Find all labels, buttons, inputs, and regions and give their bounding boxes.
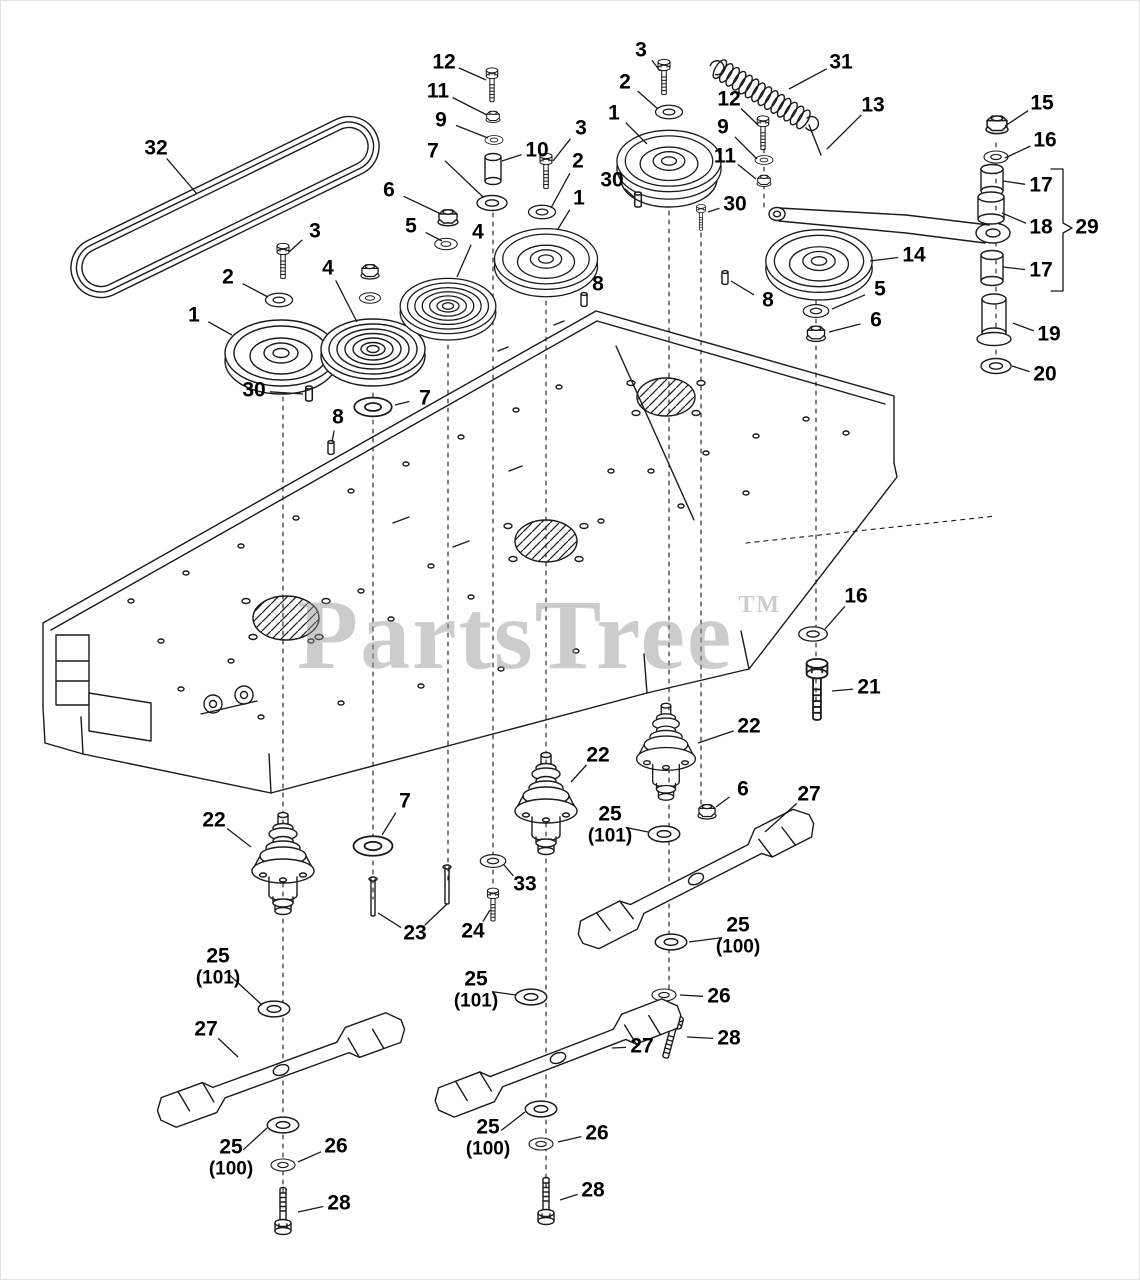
deck-shell	[42, 310, 898, 794]
pin-8-left	[327, 439, 335, 456]
static-leaders	[424, 168, 1073, 926]
washer-26-left	[270, 1158, 296, 1172]
spacer-17-bottom	[980, 249, 1004, 287]
bolt-28-left	[274, 1186, 292, 1236]
blade-left	[151, 1007, 411, 1133]
washer-16-top	[983, 150, 1009, 164]
pulley-14	[765, 228, 873, 301]
washer-5-inner	[359, 292, 381, 304]
pin-8-right	[721, 269, 729, 286]
washer-25-mid-upper	[514, 988, 548, 1006]
nut-6-spindle	[697, 803, 717, 820]
bolt-3-top	[657, 58, 671, 96]
bolt-30-right	[696, 204, 706, 231]
nut-6-outer	[437, 209, 459, 227]
washer-7-top	[476, 194, 508, 212]
tension-spring	[709, 59, 822, 156]
spindle-assembly-left	[251, 811, 315, 916]
washer-5-outer	[434, 237, 458, 251]
nut-15	[985, 115, 1009, 135]
bolt-21	[805, 657, 829, 721]
washer-26-mid	[528, 1137, 554, 1151]
bolt-3-mid	[539, 152, 553, 190]
washer-9-right	[754, 155, 774, 165]
pin-8-mid	[580, 291, 588, 308]
bolt-12-right	[756, 115, 770, 151]
spindle-assembly-right	[635, 702, 697, 801]
spacer-17-top	[980, 163, 1004, 197]
washer-25-right-upper	[647, 825, 681, 843]
washer-25-left-lower	[266, 1116, 300, 1134]
nut-6-inner	[360, 263, 380, 280]
nut-6-right2	[805, 325, 827, 343]
spindle-assembly-mid	[514, 751, 578, 856]
bracket-29	[1050, 168, 1073, 292]
pin-30-left	[304, 385, 314, 402]
washer-7-mid	[353, 396, 393, 418]
washer-2-left	[264, 292, 294, 308]
spindle-mount-hole-right	[636, 377, 696, 417]
blade-right	[571, 803, 821, 955]
deck-small-holes	[127, 384, 850, 720]
spacer-10	[484, 152, 502, 186]
washer-25-right-lower	[654, 933, 688, 951]
drive-belt	[70, 115, 380, 299]
washer-7-bottom	[352, 835, 394, 857]
washer-20	[980, 357, 1012, 375]
locknut-11-right	[756, 174, 772, 187]
washer-25-mid-lower	[524, 1100, 558, 1118]
pulley-4-right	[399, 277, 497, 341]
shaft-19	[976, 293, 1012, 347]
bolt-3-left	[276, 242, 290, 280]
washer-5-right	[802, 304, 830, 318]
blade-mid	[429, 993, 687, 1123]
bolt-24	[486, 887, 500, 922]
washer-33	[479, 854, 507, 868]
spindle-mount-hole-left	[252, 595, 320, 641]
bolt-12-left	[485, 67, 499, 103]
pulley-1-top	[616, 129, 722, 208]
locknut-11-left	[485, 110, 501, 123]
washer-16-deck	[798, 626, 828, 642]
bolt-23-pair	[368, 864, 452, 917]
washer-9-left	[484, 135, 504, 145]
pulley-1-left	[224, 319, 338, 395]
washer-25-left-upper	[257, 1000, 291, 1018]
pulley-1-mid	[493, 227, 599, 298]
leader-lines	[166, 60, 1035, 1213]
washer-2-top	[654, 104, 684, 120]
spacer-18	[977, 191, 1005, 225]
